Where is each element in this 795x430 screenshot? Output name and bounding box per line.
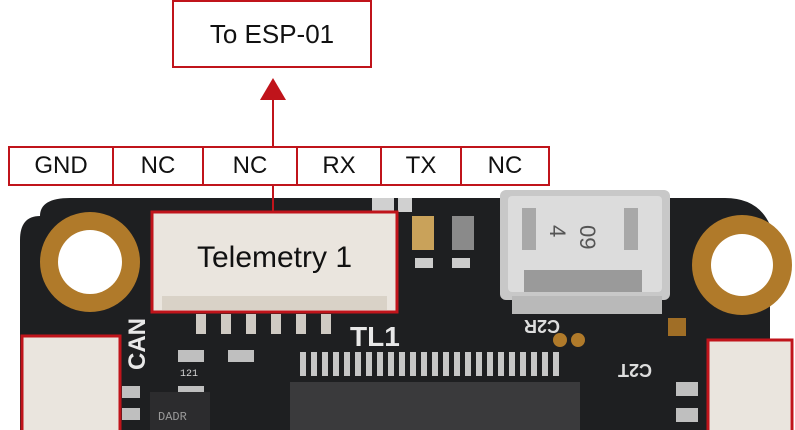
resistor-marking: 121	[180, 369, 198, 380]
left-connector	[22, 336, 120, 430]
mcu-pins-top	[300, 352, 559, 376]
telemetry-connector-pins	[196, 314, 331, 334]
pinout-row: GND NC NC RX TX NC	[8, 146, 550, 186]
telemetry-connector-highlight	[150, 210, 399, 314]
smd-capacitor	[122, 386, 140, 398]
smd-component	[452, 258, 470, 268]
pin-rx: RX	[296, 146, 382, 186]
smd-component	[372, 198, 394, 212]
esp01-target-label: To ESP-01	[172, 0, 372, 68]
smd-resistor	[452, 216, 474, 250]
smd-capacitor	[228, 350, 254, 362]
telemetry-connector-lip	[162, 296, 387, 310]
pin-gnd: GND	[8, 146, 114, 186]
pin-nc-2: NC	[202, 146, 298, 186]
right-connector	[708, 340, 790, 430]
pin-nc-1: NC	[112, 146, 204, 186]
small-chip-text: DADR	[158, 410, 187, 424]
left-connector-highlight	[20, 334, 122, 430]
small-chip	[150, 392, 210, 430]
pin-nc-3: NC	[460, 146, 550, 186]
silkscreen-c2r: C2R	[524, 316, 560, 336]
test-pad	[553, 333, 567, 347]
mounting-hole-right	[692, 215, 792, 315]
silkscreen-tl1: TL1	[350, 321, 400, 352]
smd-capacitor	[122, 408, 140, 420]
arrow-head-icon	[260, 78, 286, 100]
telemetry-connector-body	[152, 212, 397, 312]
smd-capacitor	[676, 382, 698, 396]
smd-capacitor	[676, 408, 698, 422]
led-component	[412, 216, 434, 250]
pin-tx: TX	[380, 146, 462, 186]
test-pad	[668, 318, 686, 336]
right-connector-highlight	[706, 338, 794, 430]
smd-component	[398, 198, 412, 212]
silkscreen-c2t: C2T	[618, 360, 652, 380]
silkscreen-can: CAN	[124, 318, 151, 370]
micro-usb-port	[500, 190, 670, 314]
usb-marking-2: 4	[545, 225, 570, 237]
mcu-chip	[290, 382, 580, 430]
test-pad	[571, 333, 585, 347]
mounting-hole-left	[40, 212, 140, 312]
smd-capacitor	[178, 350, 204, 362]
usb-marking-1: 09	[575, 225, 600, 249]
smd-component	[415, 258, 433, 268]
